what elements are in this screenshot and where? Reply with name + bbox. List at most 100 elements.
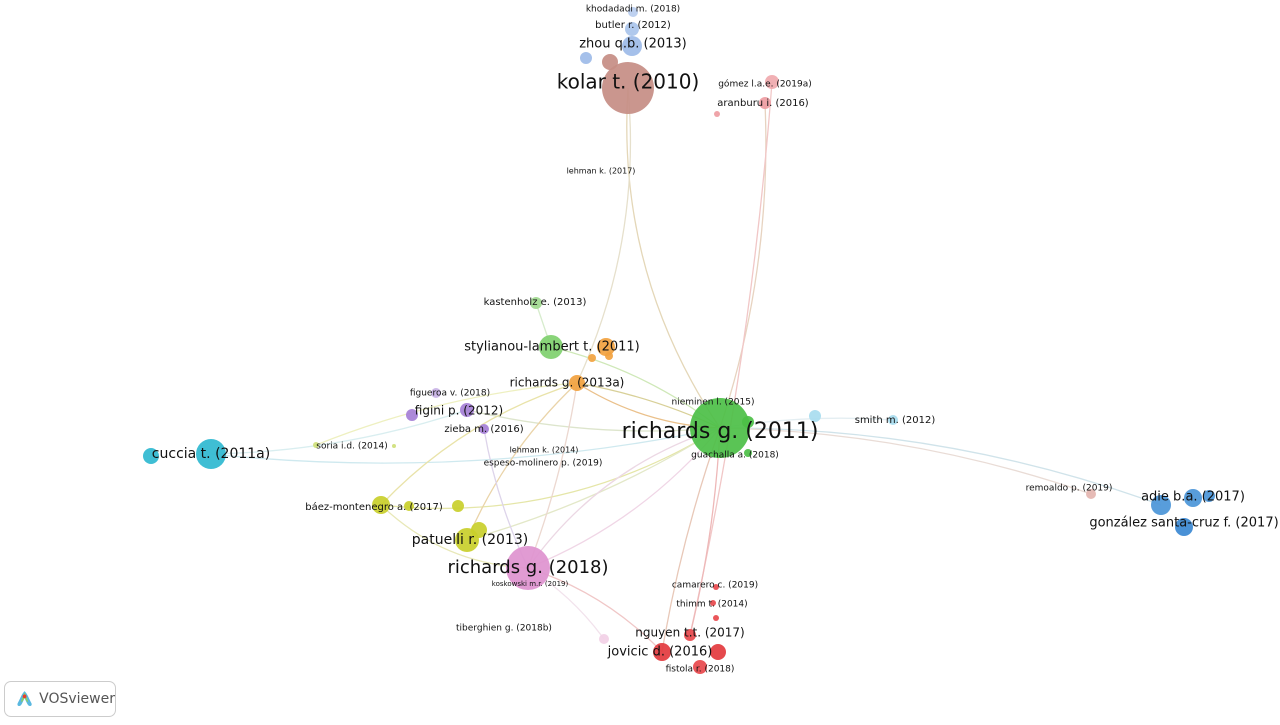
node-adie-b-a-2017[interactable] (1151, 495, 1171, 515)
node-label-figini-p-2012[interactable]: figini p. (2012) (415, 404, 503, 418)
vosviewer-logo-icon (17, 691, 32, 706)
node-smith-m-2012[interactable] (809, 410, 821, 422)
node-label-remoaldo-p-2019[interactable]: remoaldo p. (2019) (1026, 484, 1113, 494)
node-zieba-m-2016[interactable] (479, 424, 489, 434)
node-nguyen-t-t-2017[interactable] (684, 629, 696, 641)
node-fistola-r-2018[interactable] (693, 660, 707, 674)
citation-link (527, 427, 721, 569)
node-label-baez-montenegro-a-2017[interactable]: báez-montenegro a. (2017) (305, 501, 443, 513)
node-label-richards-g-2018[interactable]: richards g. (2018) (447, 557, 608, 578)
node-label-lehman-k-2014[interactable]: lehman k. (2014) (510, 446, 579, 455)
node-label-soria-i-d-2014[interactable]: soria i.d. (2014) (316, 442, 388, 452)
citation-link (466, 427, 721, 541)
node-baez-montenegro-a-2017[interactable] (452, 500, 464, 512)
network-nodes (143, 7, 1215, 674)
node-smith-m-2012[interactable] (888, 415, 898, 425)
node-figueroa-v-2018[interactable] (431, 388, 441, 398)
node-aranburu-i-2016[interactable] (714, 111, 720, 117)
network-labels: khodadadi m. (2018) butler r. (2012) zhou … (152, 5, 1279, 675)
node-label-cuccia-t-2011a[interactable]: cuccia t. (2011a) (152, 446, 270, 462)
node-label-espeso-molinero-p-2019[interactable]: espeso-molinero p. (2019) (484, 459, 603, 469)
node-gomez-l-a-e-2019a[interactable] (765, 75, 779, 89)
node-kolar-t-2010[interactable] (602, 62, 654, 114)
node-richards-g-2011[interactable] (744, 449, 752, 457)
node-label-butler-r-2012[interactable]: butler r. (2012) (595, 20, 671, 31)
node-khodadadi-m-2018[interactable] (628, 7, 638, 17)
node-label-lehman-k-2017[interactable]: lehman k. (2017) (567, 167, 636, 176)
node-label-gonzalez-santa-cruz-f-2017[interactable]: gonzález santa-cruz f. (2017) (1089, 516, 1278, 531)
node-label-stylianou-lambert-t-2011[interactable]: stylianou-lambert t. (2011) (464, 340, 640, 355)
node-label-richards-g-2011[interactable]: richards g. (2011) (622, 419, 819, 444)
node-label-smith-m-2012[interactable]: smith m. (2012) (855, 415, 936, 426)
vosviewer-logo-text: VOSviewer (39, 691, 115, 707)
node-kastenholz-e-2013[interactable] (530, 297, 542, 309)
node-jovicic-d-2016[interactable] (710, 644, 726, 660)
node-stylianou-lambert-t-2011[interactable] (539, 335, 563, 359)
node-cuccia-t-2011a[interactable] (143, 448, 159, 464)
citation-link (315, 382, 578, 446)
node-label-figueroa-v-2018[interactable]: figueroa v. (2018) (410, 389, 490, 399)
node-patuelli-r-2013[interactable] (471, 522, 487, 538)
node-label-camarero-c-2019[interactable]: camarero c. (2019) (672, 581, 758, 591)
node-soria-i-d-2014[interactable] (313, 442, 319, 448)
node-richards-g-2011[interactable] (690, 398, 750, 458)
citation-link (527, 382, 578, 569)
node-thimm-t-2014[interactable] (710, 600, 716, 606)
node-label-aranburu-i-2016[interactable]: aranburu i. (2016) (717, 98, 809, 109)
citation-link (527, 427, 721, 569)
node-figini-p-2012[interactable] (406, 409, 418, 421)
vosviewer-logo[interactable]: VOSviewer (4, 681, 116, 717)
citation-link (380, 427, 721, 510)
node-label-guachalla-a-2018[interactable]: guachalla a. (2018) (691, 451, 779, 461)
node-aranburu-i-2016[interactable] (759, 97, 771, 109)
node-remoaldo-p-2019[interactable] (1086, 489, 1096, 499)
node-kolar-t-2010[interactable] (602, 54, 618, 70)
node-label-nguyen-t-t-2017[interactable]: nguyen t.t. (2017) (635, 626, 745, 640)
node-label-patuelli-r-2013[interactable]: patuelli r. (2013) (412, 532, 528, 548)
node-label-kastenholz-e-2013[interactable]: kastenholz e. (2013) (484, 297, 587, 308)
node-label-jovicic-d-2016[interactable]: jovicic d. (2016) (607, 645, 713, 660)
node-richards-g-2013a[interactable] (605, 352, 613, 360)
citation-link (466, 382, 578, 541)
node-label-thimm-t-2014[interactable]: thimm t. (2014) (676, 600, 747, 610)
node-thimm-t-2014[interactable] (713, 615, 719, 621)
node-richards-g-2018[interactable] (506, 546, 550, 590)
citation-link (719, 427, 1162, 506)
citation-link (689, 81, 773, 636)
node-jovicic-d-2016[interactable] (653, 643, 671, 661)
node-label-zieba-m-2016[interactable]: zieba m. (2016) (444, 424, 523, 435)
citation-link (661, 427, 721, 653)
node-label-zhou-q-b-2013[interactable]: zhou q.b. (2013) (579, 37, 687, 52)
node-soria-i-d-2014[interactable] (392, 444, 396, 448)
node-baez-montenegro-a-2017[interactable] (404, 501, 414, 511)
node-adie-b-a-2017[interactable] (1203, 490, 1215, 502)
node-label-adie-b-a-2017[interactable]: adie b.a. (2017) (1141, 490, 1245, 505)
node-label-tiberghien-g-2018b[interactable]: tiberghien g. (2018b) (456, 624, 552, 634)
node-label-nieminen-l-2015[interactable]: nieminen l. (2015) (672, 398, 755, 408)
node-richards-g-2013a[interactable] (597, 338, 615, 356)
citation-link (719, 102, 767, 429)
node-zhou-q-b-2013[interactable] (580, 52, 592, 64)
citation-link (466, 409, 721, 432)
node-label-koskowski-m-r-2019[interactable]: koskowski m.r. (2019) (492, 580, 569, 588)
node-baez-montenegro-a-2017[interactable] (372, 496, 390, 514)
node-label-kolar-t-2010[interactable]: kolar t. (2010) (557, 70, 700, 94)
node-camarero-c-2019[interactable] (713, 584, 719, 590)
node-figini-p-2012[interactable] (460, 403, 474, 417)
node-butler-r-2012[interactable] (625, 22, 639, 36)
node-zhou-q-b-2013[interactable] (622, 36, 642, 56)
citation-link (576, 87, 632, 384)
citation-link (626, 87, 721, 429)
node-label-gomez-l-a-e-2019a[interactable]: gómez l.a.e. (2019a) (718, 79, 812, 90)
node-cuccia-t-2011a[interactable] (196, 439, 226, 469)
node-label-richards-g-2013a[interactable]: richards g. (2013a) (510, 376, 625, 390)
node-label-fistola-r-2018[interactable]: fistola r. (2018) (666, 665, 735, 675)
node-richards-g-2011[interactable] (742, 416, 754, 428)
node-adie-b-a-2017[interactable] (1184, 489, 1202, 507)
node-label-khodadadi-m-2018[interactable]: khodadadi m. (2018) (586, 5, 680, 15)
node-gonzalez-santa-cruz-f-2017[interactable] (1175, 518, 1193, 536)
node-tiberghien-g-2018b[interactable] (599, 634, 609, 644)
node-richards-g-2013a[interactable] (569, 375, 585, 391)
node-richards-g-2013a[interactable] (588, 354, 596, 362)
